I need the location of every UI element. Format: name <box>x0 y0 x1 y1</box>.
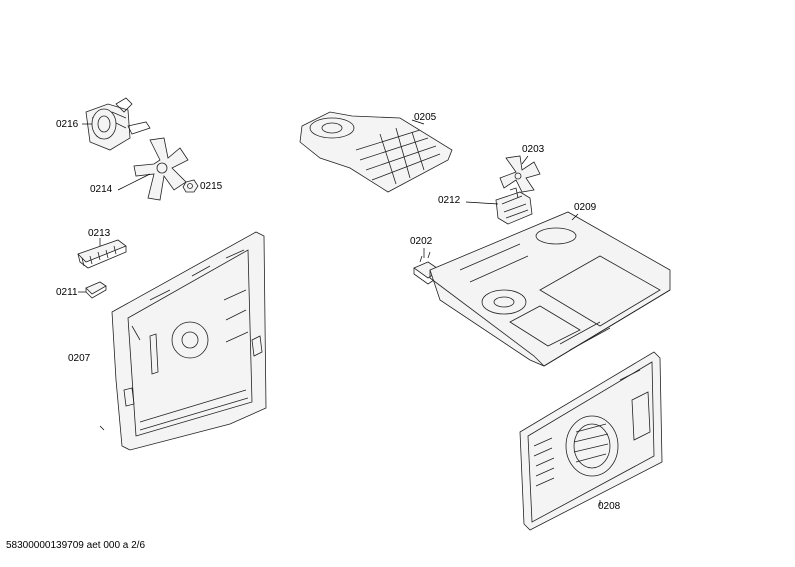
label-0207: 0207 <box>68 353 91 364</box>
document-footer-code: 58300000139709 aet 000 a 2/6 <box>6 540 146 551</box>
label-0205: 0205 <box>414 112 437 123</box>
label-0209: 0209 <box>574 202 597 213</box>
label-0203: 0203 <box>522 144 545 155</box>
back-panel-part <box>519 351 663 531</box>
fan-shroud-part <box>299 111 453 193</box>
terminal-block-part <box>77 238 127 269</box>
label-0214: 0214 <box>90 184 113 195</box>
small-motor-part <box>465 187 533 225</box>
fan-motor-part <box>82 97 151 151</box>
small-fan-blade-part <box>499 155 541 193</box>
clip-part <box>78 281 107 299</box>
label-0215: 0215 <box>200 181 223 192</box>
label-0208: 0208 <box>598 501 621 512</box>
rear-panel-part <box>99 231 267 451</box>
label-0212: 0212 <box>438 195 461 206</box>
nut-part <box>182 179 199 193</box>
fan-blade-part <box>117 137 189 201</box>
label-0202: 0202 <box>410 236 433 247</box>
top-plate-part <box>429 211 671 367</box>
label-0216: 0216 <box>56 119 79 130</box>
label-0211: 0211 <box>56 287 78 298</box>
label-0213: 0213 <box>88 228 111 239</box>
